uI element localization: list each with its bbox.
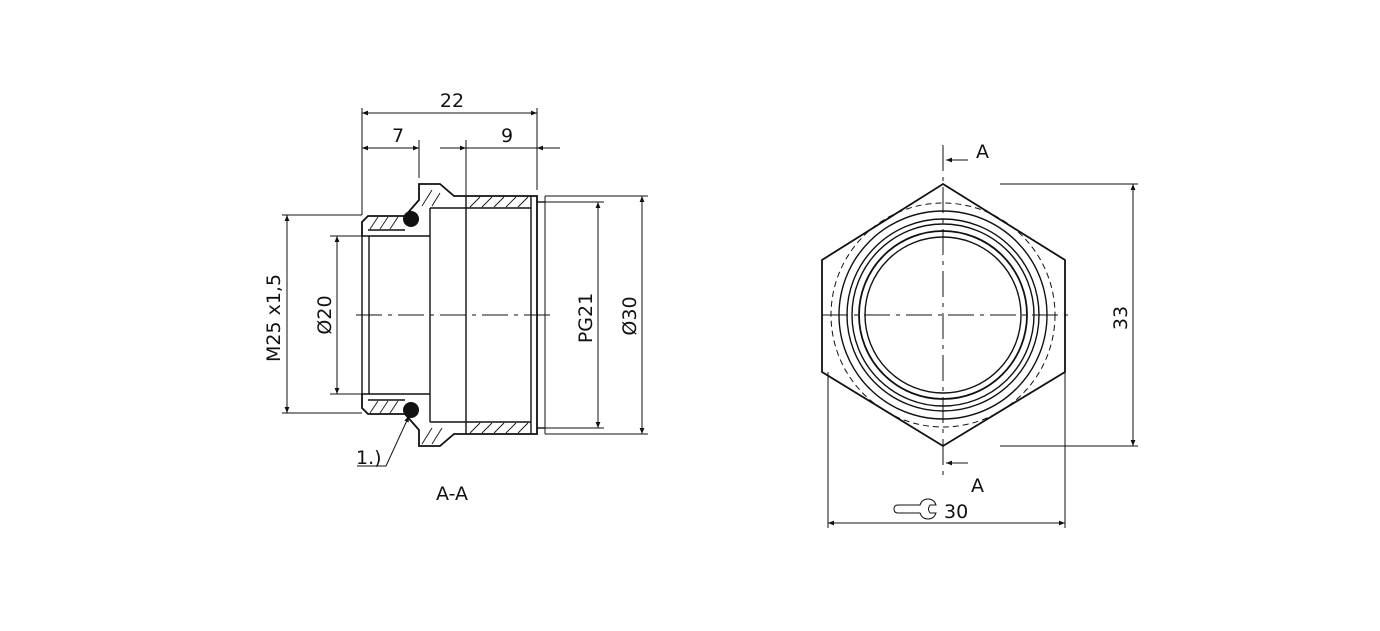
dim-right-length: 9 xyxy=(501,125,513,147)
dim-left-length: 7 xyxy=(392,125,404,147)
callout-label: 1.) xyxy=(356,447,382,469)
section-mark-top: A xyxy=(976,141,989,163)
section-mark-bottom: A xyxy=(971,475,984,497)
front-view: A A 33 30 xyxy=(821,141,1138,528)
section-view: 22 7 9 xyxy=(263,90,648,505)
section-label: A-A xyxy=(436,483,468,505)
section-hatching xyxy=(369,189,529,445)
dim-thread-m25: M25 x1,5 xyxy=(263,274,285,362)
dim-outer-diameter: Ø30 xyxy=(619,296,641,335)
o-ring-top xyxy=(403,211,419,227)
wrench-icon xyxy=(893,498,937,520)
dim-bore-diameter: Ø20 xyxy=(314,295,336,334)
dim-thread-pg21: PG21 xyxy=(575,293,597,343)
dim-overall-length: 22 xyxy=(440,90,464,112)
dim-height: 33 xyxy=(1110,306,1132,330)
callout-leader xyxy=(357,415,410,467)
dim-wrench-size: 30 xyxy=(944,501,968,523)
o-ring-bottom xyxy=(403,402,419,418)
